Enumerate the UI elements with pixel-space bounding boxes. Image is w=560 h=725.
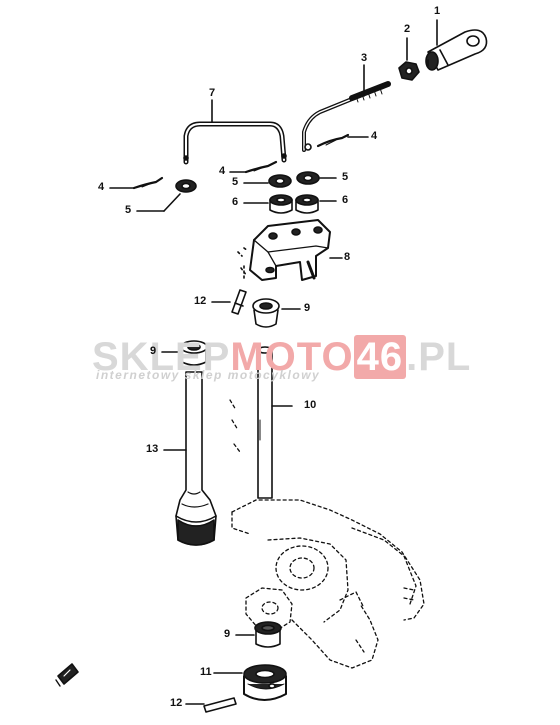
watermark-part2: MOTO — [230, 335, 354, 379]
part-11-cap — [243, 664, 287, 701]
part-8-lever — [249, 219, 331, 281]
callout-5: 5 — [232, 176, 239, 188]
callout-4: 4 — [219, 165, 226, 177]
callout-1: 1 — [434, 5, 441, 17]
watermark-part4: .PL — [406, 335, 472, 379]
callout-5: 5 — [125, 204, 132, 216]
callout-12: 12 — [170, 697, 183, 709]
dashed-align-8b — [240, 265, 248, 281]
part-9-bushing-left — [180, 340, 208, 366]
callout-8: 8 — [344, 251, 351, 263]
leader-5a2 — [163, 193, 181, 212]
callout-9: 9 — [304, 302, 311, 314]
part-1-rod-end — [425, 29, 488, 71]
part-12-pin-lower — [203, 697, 237, 713]
callout-7: 7 — [209, 87, 216, 99]
front-arrow-icon — [55, 663, 79, 687]
part-10-shaft — [257, 346, 273, 499]
housing-outline — [229, 399, 425, 669]
callout-9: 9 — [150, 345, 157, 357]
callout-10: 10 — [304, 399, 317, 411]
callout-6: 6 — [342, 194, 349, 206]
part-4-clip-left — [132, 176, 164, 190]
part-5-washer-left — [175, 179, 197, 193]
part-2-nut — [398, 61, 420, 81]
part-13-shaft — [175, 371, 217, 546]
callout-2: 2 — [404, 23, 411, 35]
part-9-bushing-lower — [254, 621, 282, 648]
callout-13: 13 — [146, 443, 159, 455]
part-6-bushing-left — [269, 194, 293, 214]
callout-6: 6 — [232, 196, 239, 208]
watermark-logo: SKLEPMOTO46.PL — [92, 335, 472, 379]
callout-4: 4 — [98, 181, 105, 193]
part-5-washer-middle — [268, 174, 292, 188]
callout-12: 12 — [194, 295, 207, 307]
callout-5: 5 — [342, 171, 349, 183]
callout-3: 3 — [361, 52, 368, 64]
callout-11: 11 — [200, 666, 212, 678]
part-5-washer-right — [296, 171, 320, 185]
watermark-part1: SKLEP — [92, 335, 231, 379]
watermark-tagline: internetowy sklep motocyklowy — [96, 368, 321, 382]
part-7-bracket — [183, 121, 287, 165]
part-4-clip-upper-right — [316, 133, 350, 148]
callout-9: 9 — [224, 628, 231, 640]
part-6-bushing-right — [295, 194, 319, 214]
part-4-clip-middle — [244, 160, 278, 174]
part-12-pin-upper — [231, 289, 247, 315]
dashed-align-8 — [237, 247, 249, 257]
watermark-part3: 46 — [353, 335, 407, 379]
part-9-bushing-upper — [252, 298, 280, 328]
callout-4: 4 — [371, 130, 378, 142]
part-3-rod — [302, 81, 391, 152]
